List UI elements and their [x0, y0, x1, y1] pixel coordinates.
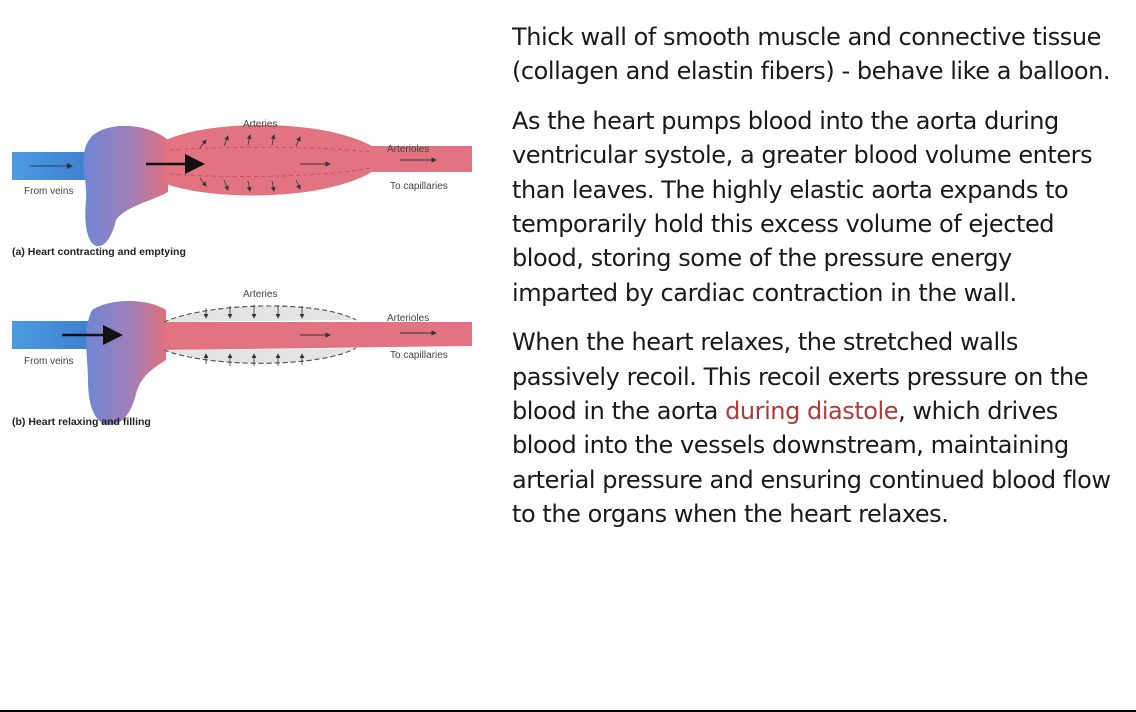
highlight-during-diastole: during diastole	[725, 397, 899, 426]
artery-dashed-wall-bottom-a	[169, 167, 371, 177]
label-arteries-b: Arteries	[243, 289, 277, 300]
label-from-veins-b: From veins	[24, 356, 73, 367]
label-to-capillaries-b: To capillaries	[390, 350, 448, 361]
artery-dashed-wall-top-a	[169, 146, 371, 153]
artery-expanded-a	[166, 124, 472, 196]
panel-b: Arteries Arterioles From veins To capill…	[12, 289, 472, 428]
outward-pressure-arrows-a	[199, 134, 301, 192]
caption-a: (a) Heart contracting and emptying	[12, 246, 186, 258]
label-arterioles-b: Arterioles	[387, 313, 429, 324]
label-to-capillaries-a: To capillaries	[390, 181, 448, 192]
caption-b: (b) Heart relaxing and filling	[12, 416, 151, 428]
paragraph-diastole-start: When the heart relaxes, the stretched wa…	[512, 328, 1089, 426]
bottom-rule	[0, 710, 1136, 712]
label-arterioles-a: Arterioles	[387, 144, 429, 155]
aorta-elasticity-figure: Arteries Arterioles From veins To capill…	[0, 110, 480, 440]
paragraph-diastole-end: , which drives blood into the vessels do…	[512, 397, 1111, 529]
heart-a	[83, 125, 168, 247]
label-arteries-a: Arteries	[243, 119, 277, 130]
artery-recoil-fill-bottom-b	[170, 350, 352, 363]
explanation-text: Thick wall of smooth muscle and connecti…	[512, 20, 1112, 547]
artery-relaxed-b	[164, 322, 472, 350]
artery-recoil-fill-top-b	[170, 307, 352, 320]
label-from-veins-a: From veins	[24, 186, 73, 197]
paragraph-systole: As the heart pumps blood into the aorta …	[512, 106, 1093, 307]
artery-recoil-dashes-b	[163, 305, 357, 364]
paragraph-wall-structure: Thick wall of smooth muscle and connecti…	[512, 23, 1111, 86]
paragraph-diastole: When the heart relaxes, the stretched wa…	[512, 325, 1112, 531]
panel-a: Arteries Arterioles From veins To capill…	[12, 119, 472, 258]
heart-b	[86, 301, 166, 425]
inward-recoil-arrows-b	[203, 305, 305, 366]
